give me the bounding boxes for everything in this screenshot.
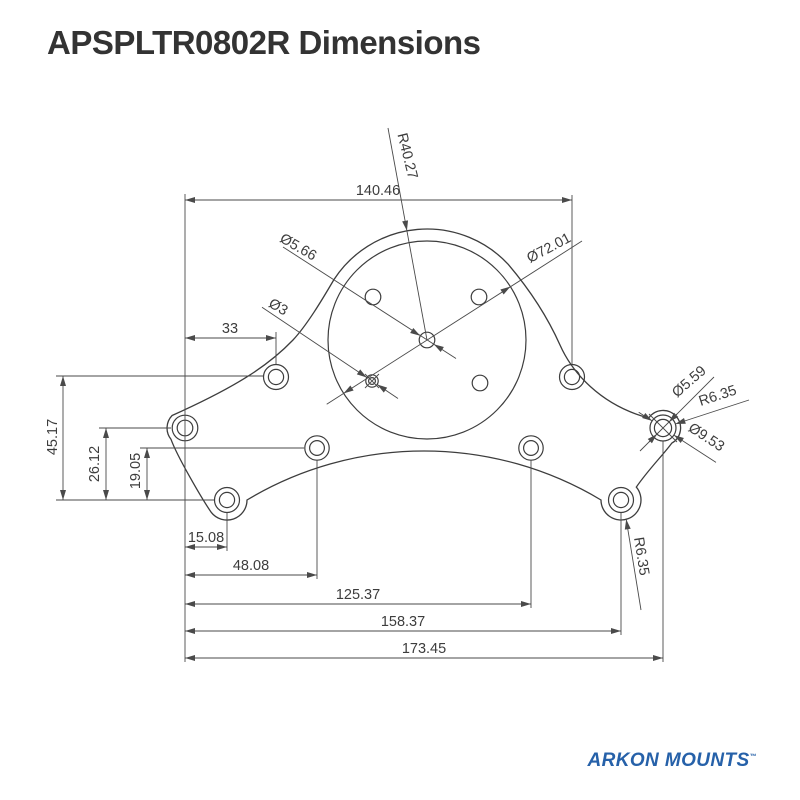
leader-dia-center <box>282 246 457 359</box>
dim-label-19-05: 19.05 <box>128 453 144 489</box>
leader-dia-bolt-circle <box>326 240 583 405</box>
brand-logo-text: ARKON MOUNTS <box>587 750 750 771</box>
dim-label-dia-right-cb: Ø9.53 <box>685 420 727 455</box>
small-hole-top-right <box>470 288 488 306</box>
leader-radius-bottom <box>625 519 642 611</box>
hole-upper-right <box>558 363 586 391</box>
small-hole-top-left <box>364 288 382 306</box>
hole-mid-right <box>518 435 544 461</box>
hole-upper-left <box>262 363 290 391</box>
counterbored-holes <box>171 363 678 514</box>
brand-logo: ARKON MOUNTS™ <box>588 750 757 772</box>
dim-label-offset-33: 33 <box>222 321 238 337</box>
dim-label-dia-center: Ø5.66 <box>277 231 319 265</box>
dim-label-173-45: 173.45 <box>402 641 446 657</box>
dim-label-158-37: 158.37 <box>381 614 425 630</box>
dim-label-dia-bolt-circle: Ø72.01 <box>524 230 574 266</box>
plate-outline-path <box>166 228 682 521</box>
arrowheads <box>60 197 686 661</box>
dim-label-125-37: 125.37 <box>336 587 380 603</box>
small-hole-bottom-right <box>471 374 489 392</box>
dim-label-15-08: 15.08 <box>188 530 224 546</box>
dim-label-dia-small: Ø3 <box>266 296 291 320</box>
extension-lines <box>56 194 664 662</box>
plate-outline <box>166 228 682 521</box>
hole-d3 <box>364 373 380 389</box>
hole-bottom-right-lobe <box>607 486 635 514</box>
hole-mid-left <box>304 435 330 461</box>
dim-label-radius-bottom: R6.35 <box>630 536 652 577</box>
dim-label-48-08: 48.08 <box>233 558 269 574</box>
dim-label-width-top: 140.46 <box>356 183 400 199</box>
dim-label-26-12: 26.12 <box>87 446 103 482</box>
bolt-circle <box>327 240 527 440</box>
dim-label-radius-top: R40.27 <box>393 131 420 180</box>
brand-logo-trademark: ™ <box>749 753 757 761</box>
hole-bottom-left-lobe <box>213 486 241 514</box>
page-title: APSPLTR0802R Dimensions <box>47 24 481 61</box>
leader-radius-top <box>387 127 428 341</box>
leader-radius-right <box>675 399 750 425</box>
dimension-lines <box>62 199 663 659</box>
center-hole <box>418 331 436 349</box>
dim-label-45-17: 45.17 <box>45 419 61 455</box>
